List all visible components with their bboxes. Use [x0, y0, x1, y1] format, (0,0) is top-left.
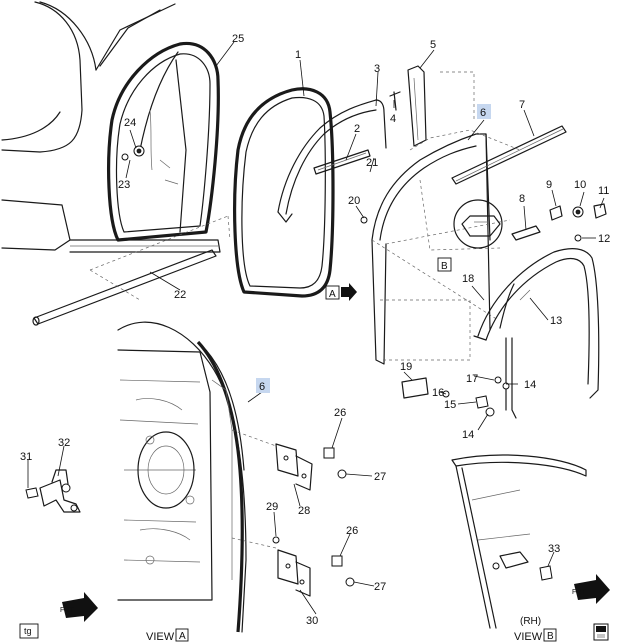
door-primary-weatherstrip: [233, 87, 335, 298]
callout-9: 9: [546, 179, 552, 191]
callout-28: 28: [298, 505, 310, 517]
corner-tag-text: tg: [24, 626, 32, 636]
callout-31: 31: [20, 451, 32, 463]
callout-14-lower: 14: [462, 429, 474, 441]
outer-belt-molding: [451, 125, 567, 185]
view-b-caption: (RH) VIEW B: [514, 616, 557, 643]
callout-7: 7: [519, 99, 525, 111]
callout-12: 12: [598, 233, 610, 245]
body-side-opening: [1, 1, 221, 253]
view-a-marker: A: [325, 283, 357, 301]
callout-6-view-a: 6: [259, 381, 265, 393]
callout-1: 1: [295, 49, 301, 61]
callout-25: 25: [232, 33, 244, 45]
hinge-bolts: [272, 447, 355, 587]
view-b-caption-letter: B: [547, 631, 554, 642]
callout-numbers: 1 2 3 4 5 6 6 7 8 9 10 11 12 13 14 14 15…: [20, 33, 610, 627]
callout-4: 4: [390, 113, 396, 125]
door-window-frame: [371, 71, 521, 365]
callout-16: 16: [432, 387, 444, 399]
callout-13: 13: [550, 315, 562, 327]
callout-26: 26: [334, 407, 346, 419]
callout-8: 8: [519, 193, 525, 205]
rh-note: (RH): [520, 616, 541, 627]
callout-27: 27: [374, 471, 386, 483]
rear-glass-run-channel: [473, 248, 600, 419]
callout-23: 23: [118, 179, 130, 191]
door-handle-hardware: [360, 203, 607, 242]
callout-15: 15: [444, 399, 456, 411]
callout-10: 10: [574, 179, 586, 191]
view-b-caption-prefix: VIEW: [514, 631, 543, 643]
b-pillar-applique: [389, 65, 427, 147]
view-b-box-letter: B: [441, 261, 448, 272]
corner-tag: tg: [19, 623, 39, 639]
callout-3: 3: [374, 63, 380, 75]
inner-belt-seal: [313, 149, 371, 175]
callout-30: 30: [306, 615, 318, 627]
callout-11: 11: [598, 185, 609, 197]
callout-33: 33: [548, 543, 560, 555]
callout-29: 29: [266, 501, 278, 513]
view-a-caption: VIEW A: [146, 628, 189, 643]
leader-lines: [27, 41, 605, 615]
upper-door-hinge: [275, 443, 313, 491]
callout-2: 2: [354, 123, 360, 135]
callout-17: 17: [466, 373, 478, 385]
door-check-link: [25, 469, 81, 513]
callout-19: 19: [400, 361, 412, 373]
callout-27-lower: 27: [374, 581, 386, 593]
frt-arrow-left: FRT: [60, 592, 98, 622]
book-icon: [593, 623, 609, 641]
frt-arrow-right: FRT: [572, 574, 610, 604]
door-opening-weatherstrip: [107, 41, 220, 242]
door-frame-seal: [277, 99, 387, 213]
callout-22: 22: [174, 289, 186, 301]
callout-24: 24: [124, 117, 136, 129]
callout-32: 32: [58, 437, 70, 449]
view-a-door-inner: [117, 321, 277, 633]
callout-14: 14: [524, 379, 536, 391]
frt-label-right: FRT: [572, 589, 586, 596]
callout-5: 5: [430, 39, 436, 51]
callout-21: 21: [366, 157, 378, 169]
striker-bolt-hardware: [121, 145, 145, 161]
sill-molding: [32, 215, 231, 326]
door-lower-block: [401, 377, 429, 399]
frt-label-left: FRT: [60, 607, 74, 614]
callout-26-lower: 26: [346, 525, 358, 537]
view-a-box-letter: A: [329, 289, 336, 300]
callout-20: 20: [348, 195, 360, 207]
view-a-caption-letter: A: [179, 631, 186, 642]
view-b-marker: B: [437, 257, 452, 272]
callout-18: 18: [462, 273, 474, 285]
detail-b-circle: [453, 199, 503, 249]
callout-6-top: 6: [480, 107, 486, 119]
view-a-caption-prefix: VIEW: [146, 631, 175, 643]
view-b-rear-door: [451, 454, 587, 629]
lower-door-hinge: [277, 549, 311, 597]
